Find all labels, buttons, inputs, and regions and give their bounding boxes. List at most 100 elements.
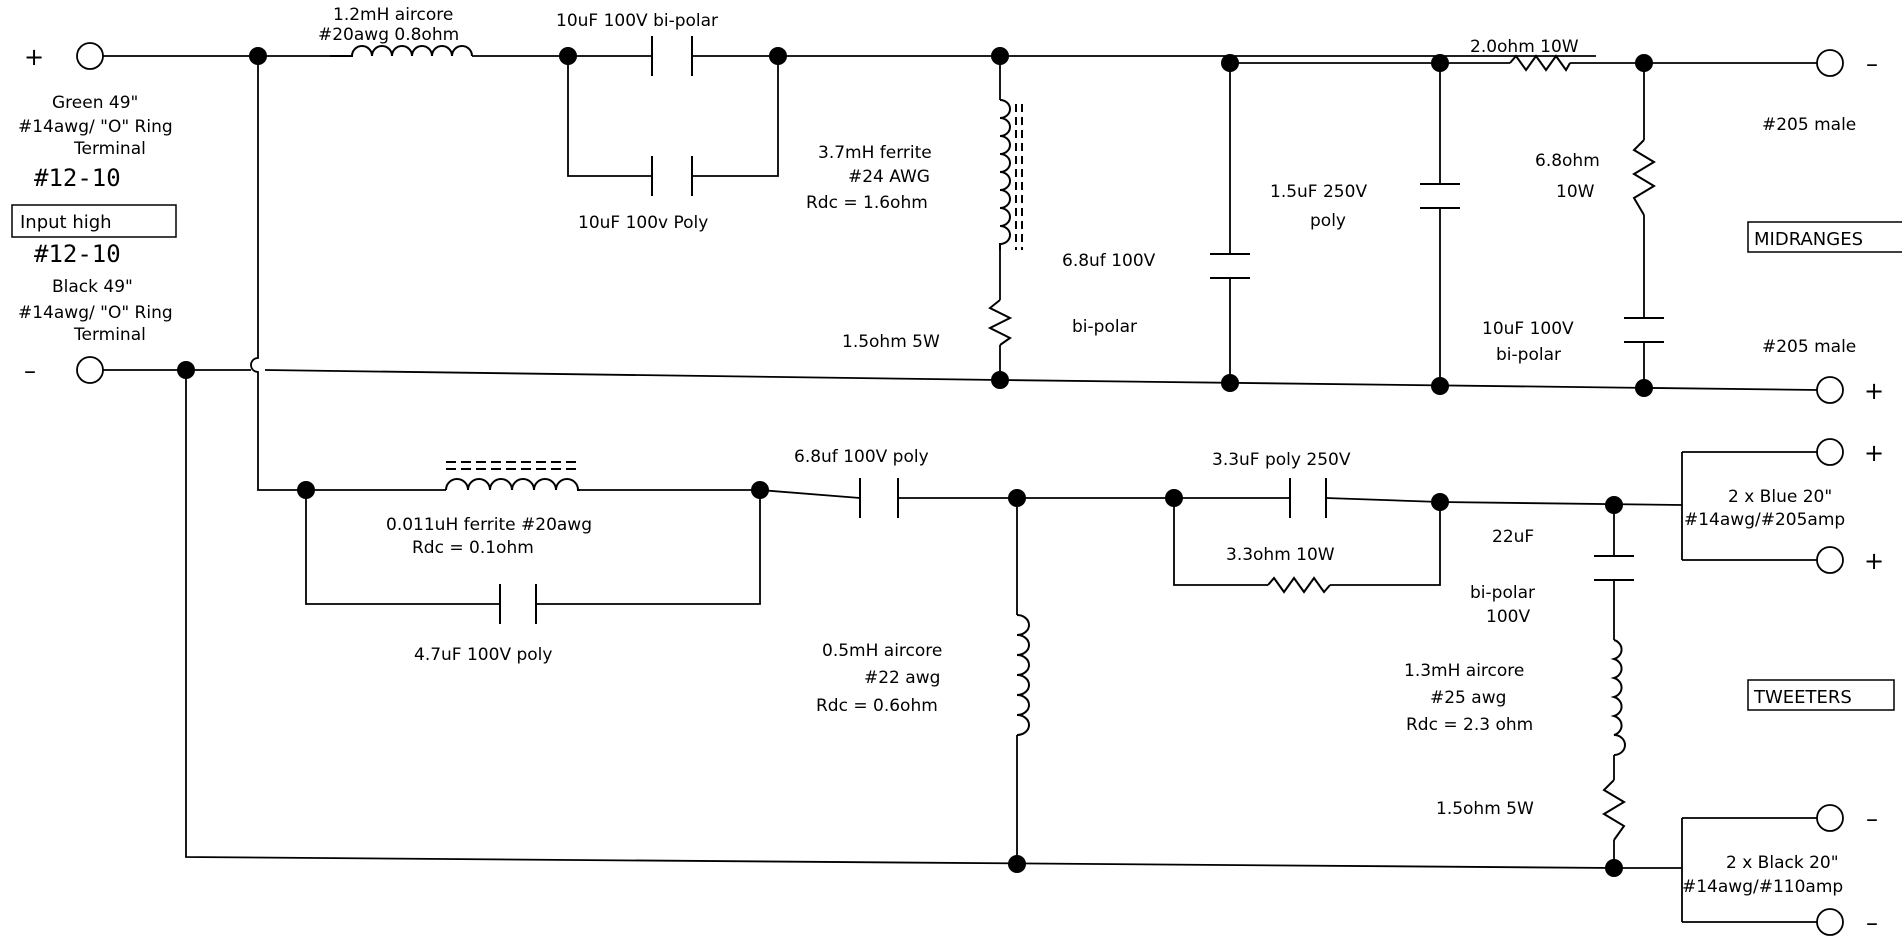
capacitor-c1-bottom bbox=[651, 156, 693, 196]
junction-dot bbox=[297, 481, 315, 499]
label-r2: 2.0ohm 10W bbox=[1470, 37, 1579, 57]
label-green-b: #14awg/ "O" Ring bbox=[18, 117, 173, 137]
label-l2-c: Rdc = 1.6ohm bbox=[806, 193, 928, 213]
junction-dot bbox=[1221, 54, 1239, 72]
label-green-c: Terminal bbox=[73, 139, 146, 159]
capacitor-c7 bbox=[1289, 478, 1327, 518]
label-l5-c: Rdc = 2.3 ohm bbox=[1406, 715, 1533, 735]
label-l2-a: 3.7mH ferrite bbox=[818, 143, 932, 163]
inductor-l5 bbox=[1610, 639, 1626, 756]
tweeters-box bbox=[1747, 679, 1895, 711]
label-r1: 1.5ohm 5W bbox=[842, 332, 940, 352]
junction-dot bbox=[991, 371, 1009, 389]
junction-dot bbox=[177, 361, 195, 379]
label-black2-a: 2 x Black 20" bbox=[1726, 853, 1839, 873]
tw-out-minus1-terminal bbox=[1816, 804, 1844, 832]
inductor-l2 bbox=[999, 99, 1011, 250]
midranges-box bbox=[1747, 221, 1902, 253]
label-out-tw-plus2: + bbox=[1864, 547, 1884, 575]
tw-out-plus1-terminal bbox=[1816, 438, 1844, 466]
label-c8-a: 22uF bbox=[1492, 527, 1534, 547]
junction-dot bbox=[1221, 374, 1239, 392]
label-mid-conn-bottom: #205 male bbox=[1762, 337, 1856, 357]
label-c8-c: 100V bbox=[1486, 607, 1530, 627]
label-c2-b: bi-polar bbox=[1072, 317, 1137, 337]
label-blue-b: #14awg/#205amp bbox=[1684, 510, 1845, 530]
tw-out-plus2-terminal bbox=[1816, 546, 1844, 574]
label-out-tw-minus1: – bbox=[1866, 805, 1878, 833]
wire-c6 bbox=[759, 489, 1017, 499]
junction-dot bbox=[751, 481, 769, 499]
wire-r4-branch bbox=[1173, 498, 1441, 586]
mid-out-plus-terminal bbox=[1816, 376, 1844, 404]
input-minus-terminal bbox=[76, 356, 104, 384]
label-mid-conn-top: #205 male bbox=[1762, 115, 1856, 135]
label-in-plus: + bbox=[24, 43, 44, 71]
label-out-mid-minus: – bbox=[1866, 50, 1878, 78]
label-size-bottom: #12-10 bbox=[34, 240, 121, 268]
resistor-r1 bbox=[987, 299, 1013, 346]
resistor-r3 bbox=[1632, 139, 1656, 216]
label-input-high: Input high bbox=[20, 212, 112, 233]
junction-dot bbox=[769, 47, 787, 65]
capacitor-c3 bbox=[1420, 183, 1460, 209]
label-l5-a: 1.3mH aircore bbox=[1404, 661, 1524, 681]
junction-dot bbox=[1431, 493, 1449, 511]
label-l2-b: #24 AWG bbox=[848, 167, 930, 187]
label-black2-b: #14awg/#110amp bbox=[1682, 877, 1843, 897]
label-l3-b: Rdc = 0.1ohm bbox=[412, 538, 534, 558]
label-black-a: Black 49" bbox=[52, 277, 133, 297]
label-tweeters: TWEETERS bbox=[1753, 687, 1852, 708]
junction-dot bbox=[1008, 489, 1026, 507]
label-c4-a: 10uF 100V bbox=[1482, 319, 1574, 339]
label-c8-b: bi-polar bbox=[1470, 583, 1535, 603]
label-c2-a: 6.8uf 100V bbox=[1062, 251, 1156, 271]
label-green-a: Green 49" bbox=[52, 93, 138, 113]
terminals bbox=[76, 42, 1844, 936]
wire-c1-bottom-branch bbox=[567, 56, 779, 177]
label-out-tw-minus2: – bbox=[1866, 909, 1878, 937]
wire-left-drop bbox=[250, 56, 306, 491]
junction-dot bbox=[249, 47, 267, 65]
label-size-top: #12-10 bbox=[34, 164, 121, 192]
capacitor-c5 bbox=[499, 584, 537, 624]
resistor-r4 bbox=[1267, 576, 1331, 594]
ferrite-core-l2 bbox=[1015, 104, 1023, 250]
junction-dot bbox=[1165, 489, 1183, 507]
junction-dot bbox=[1635, 379, 1653, 397]
label-r3-a: 6.8ohm bbox=[1535, 151, 1600, 171]
wire-mid-return bbox=[264, 369, 1819, 391]
label-black-c: Terminal bbox=[73, 325, 146, 345]
label-l4-c: Rdc = 0.6ohm bbox=[816, 696, 938, 716]
label-c3-a: 1.5uF 250V bbox=[1270, 182, 1367, 202]
capacitor-c2 bbox=[1210, 253, 1250, 279]
input-plus-terminal bbox=[76, 42, 104, 70]
label-black-b: #14awg/ "O" Ring bbox=[18, 303, 173, 323]
label-midranges: MIDRANGES bbox=[1754, 229, 1863, 250]
wire-tw-minus-bracket bbox=[1681, 817, 1818, 923]
label-out-mid-plus: + bbox=[1864, 377, 1884, 405]
inductor-l3 bbox=[445, 478, 580, 491]
label-l5-b: #25 awg bbox=[1430, 688, 1506, 708]
label-l1-a: 1.2mH aircore bbox=[333, 5, 453, 25]
ferrite-core-l3 bbox=[446, 461, 580, 470]
label-c3-b: poly bbox=[1310, 211, 1346, 231]
tw-out-minus2-terminal bbox=[1816, 908, 1844, 936]
label-c7: 3.3uF poly 250V bbox=[1212, 450, 1351, 470]
label-out-tw-plus1: + bbox=[1864, 439, 1884, 467]
wire-left-return bbox=[185, 370, 1615, 869]
label-blue-a: 2 x Blue 20" bbox=[1728, 487, 1832, 507]
wire-l3-bypass bbox=[305, 490, 761, 605]
junction-dot bbox=[559, 47, 577, 65]
wire-tw-plus-bracket bbox=[1681, 451, 1818, 561]
junction-dot bbox=[1431, 377, 1449, 395]
resistor-r2 bbox=[1509, 54, 1571, 72]
junction-dot bbox=[1008, 855, 1026, 873]
label-r4: 3.3ohm 10W bbox=[1226, 545, 1335, 565]
capacitor-c8 bbox=[1594, 555, 1634, 581]
junction-dots bbox=[177, 47, 1653, 877]
input-high-box bbox=[11, 204, 177, 238]
label-in-minus: – bbox=[24, 357, 36, 385]
label-l1-b: #20awg 0.8ohm bbox=[318, 25, 459, 45]
